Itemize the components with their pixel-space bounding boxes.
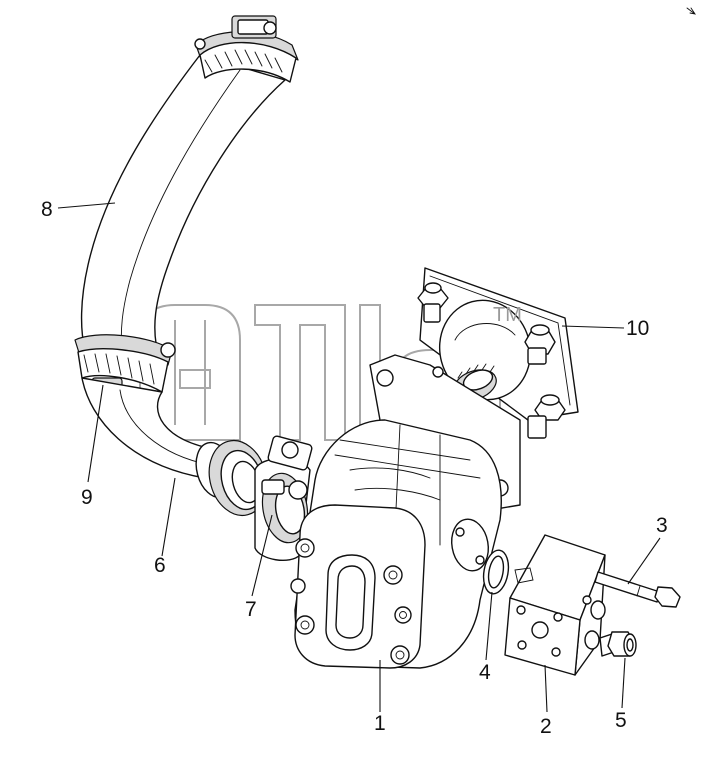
plate-bolt-1 <box>417 282 449 323</box>
callout-1: 1 <box>374 712 386 735</box>
watermark-trademark: TM <box>493 304 522 326</box>
leader-2 <box>544 664 548 713</box>
leader-10 <box>561 325 625 329</box>
leader-5 <box>621 657 626 709</box>
leader-8 <box>57 202 116 209</box>
leader-3 <box>627 537 661 585</box>
callout-10: 10 <box>626 317 650 340</box>
callout-8: 8 <box>41 198 53 221</box>
fitting-part-5 <box>599 631 637 657</box>
plate-bolt-2 <box>524 324 556 365</box>
flange-fitting-part-7 <box>254 435 313 562</box>
callout-3: 3 <box>656 514 668 537</box>
mounting-plate-part-10 <box>417 267 579 439</box>
callout-9: 9 <box>81 486 93 509</box>
callout-6: 6 <box>154 554 166 577</box>
leader-9 <box>87 384 104 483</box>
hose-clamp-upper <box>194 15 299 83</box>
leader-4 <box>485 591 493 661</box>
callout-5: 5 <box>615 709 627 732</box>
long-bolt-part-3 <box>594 571 681 608</box>
plate-bolt-3 <box>527 394 566 439</box>
hose-lower-part-6 <box>81 377 268 517</box>
leader-7 <box>251 514 273 597</box>
callout-4: 4 <box>479 661 491 684</box>
corner-arrow-icon <box>686 7 696 15</box>
hose-upper-part-8 <box>80 15 299 361</box>
callout-2: 2 <box>540 715 552 738</box>
valve-block-part-2 <box>504 534 606 676</box>
hose-end-fitting <box>195 439 268 517</box>
callout-7: 7 <box>245 598 257 621</box>
gear-pump-part-1 <box>290 354 521 669</box>
leader-6 <box>161 477 176 557</box>
leader-lines <box>57 202 661 713</box>
gear-coupling <box>453 363 497 401</box>
